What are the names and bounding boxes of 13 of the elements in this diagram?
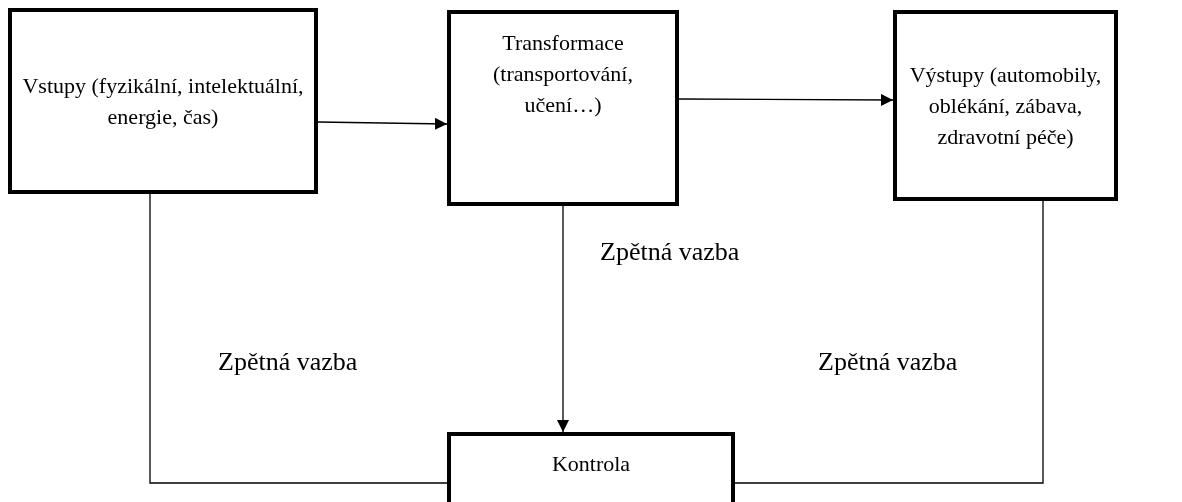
process-box — [447, 10, 679, 206]
arrow — [317, 117, 448, 130]
connector-line — [149, 193, 448, 484]
box-text: Vstupy (fyzikální, intelektuální, energie, čas) — [22, 72, 304, 131]
connector-line — [734, 200, 1044, 484]
process-box — [447, 432, 735, 502]
arrow — [557, 205, 569, 433]
box-text: Kontrola — [551, 450, 631, 478]
box-text: Transformace (transportování, učení…) — [492, 28, 634, 119]
process-box — [893, 10, 1118, 201]
arrow — [678, 93, 894, 106]
process-box — [8, 8, 318, 194]
box-text: Výstupy (automobily, oblékání, zábava, zdravotní péče) — [908, 61, 1103, 151]
